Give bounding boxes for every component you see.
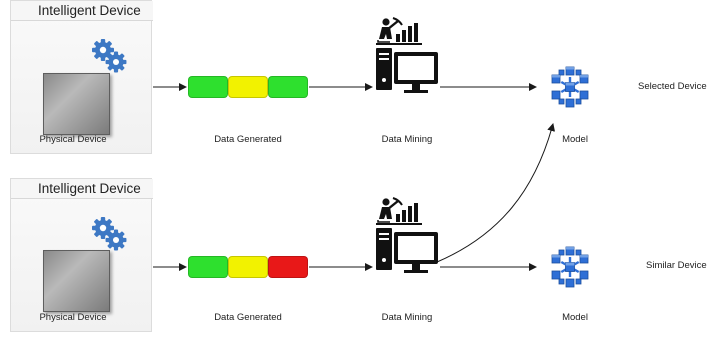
selected-device-label: Selected Device	[638, 81, 707, 92]
panel-title-1: Intelligent Device	[11, 1, 153, 21]
physical-device-label-1: Physical Device	[39, 134, 107, 145]
molecule-model-icon	[550, 65, 590, 109]
data-bar-2-3	[268, 256, 308, 278]
intelligent-device-panel-1: Intelligent Device	[10, 0, 153, 154]
data-bar-1-2	[228, 76, 268, 98]
miner-with-chart-icon	[374, 196, 440, 275]
model-label-1: Model	[562, 134, 588, 145]
intelligent-device-panel-2: Intelligent Device	[10, 178, 153, 332]
data-mining-label-2: Data Mining	[381, 312, 433, 323]
data-bar-1-1	[188, 76, 228, 98]
data-bar-2-2	[228, 256, 268, 278]
data-generated-label-1: Data Generated	[214, 134, 282, 145]
arrow-mining-to-selected-model	[436, 123, 556, 263]
similar-device-label: Similar Device	[646, 260, 707, 271]
panel-title-2: Intelligent Device	[11, 179, 153, 199]
physical-device-label-2: Physical Device	[39, 312, 107, 323]
physical-device-box-2	[43, 250, 110, 312]
data-bar-2-1	[188, 256, 228, 278]
model-label-2: Model	[562, 312, 588, 323]
data-generated-label-2: Data Generated	[214, 312, 282, 323]
miner-with-chart-icon	[374, 16, 440, 95]
physical-device-box-1	[43, 73, 110, 135]
gears-icon	[92, 217, 126, 250]
data-bar-1-3	[268, 76, 308, 98]
molecule-model-icon	[550, 245, 590, 289]
gears-icon	[92, 39, 126, 72]
data-mining-label-1: Data Mining	[381, 134, 433, 145]
